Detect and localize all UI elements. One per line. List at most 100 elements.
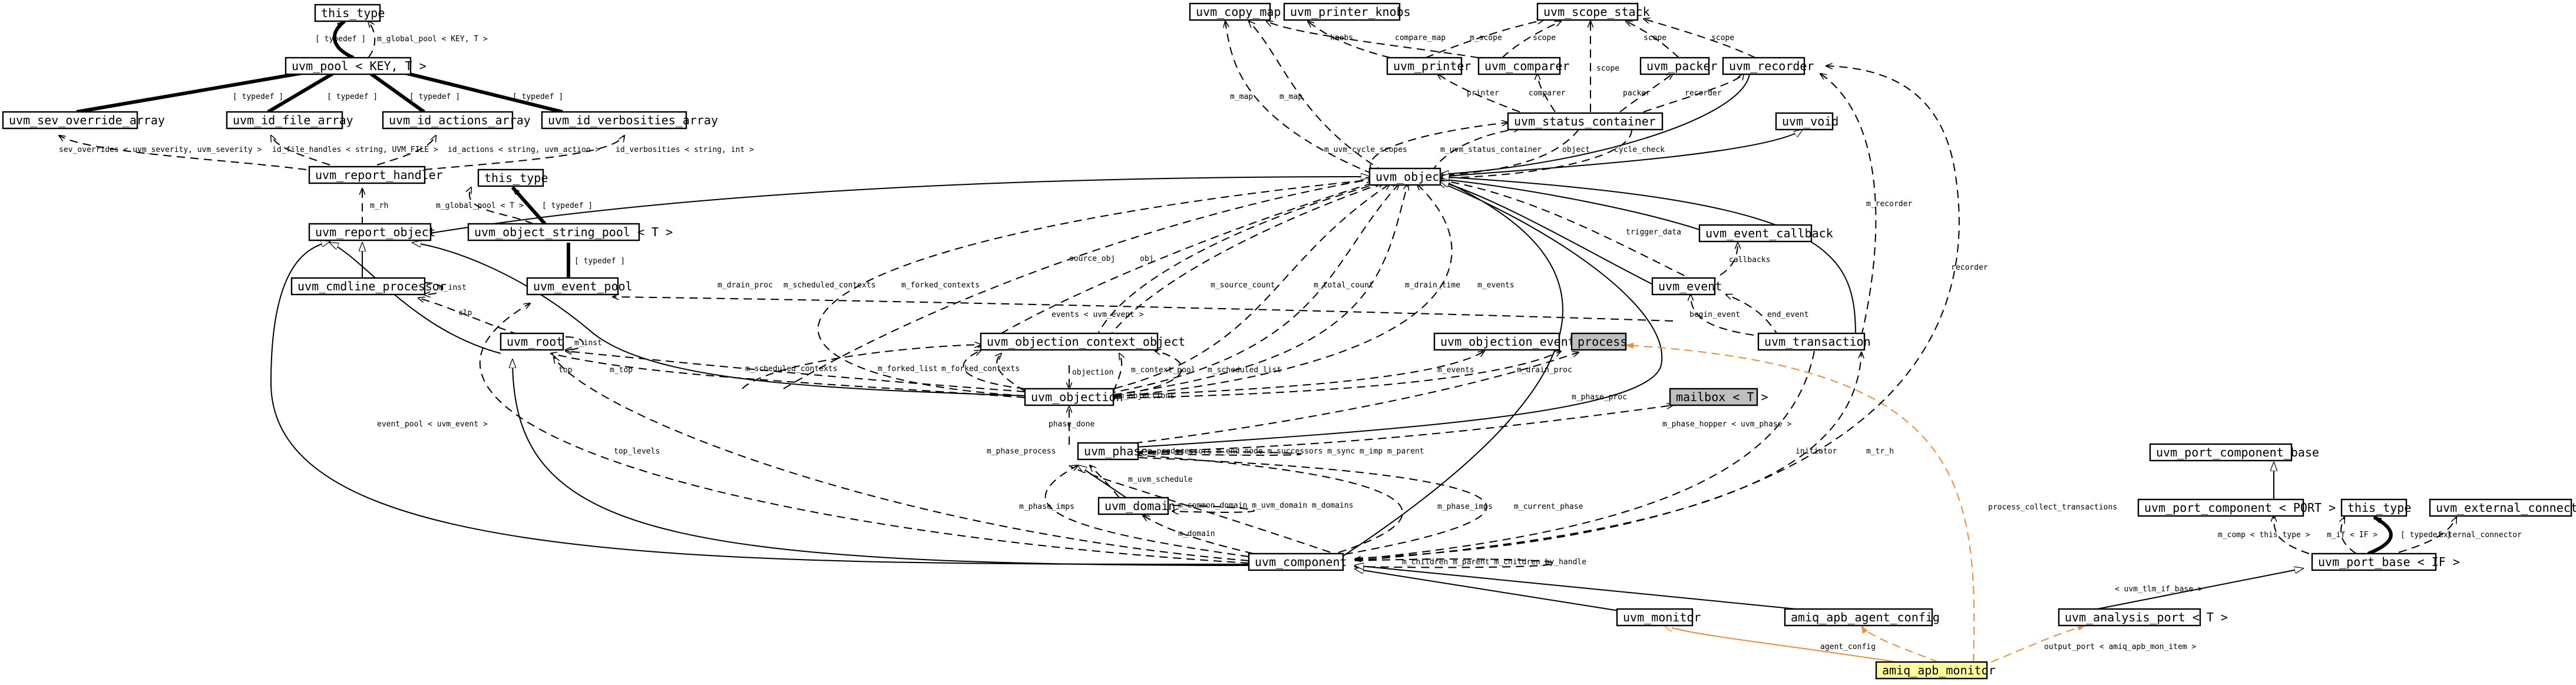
node-label: amiq_apb_agent_config [1791,610,1940,624]
edge-uvm-schedule [1090,465,1120,498]
class-node-uvm-port-base[interactable]: uvm_port_base < IF > [2311,552,2460,571]
edge-label: objection [1072,368,1113,377]
edge-cmdline-minst [424,282,442,294]
class-node-uvm-objection-events[interactable]: uvm_objection_events [1433,332,1582,351]
edge-label: trigger_data [1626,228,1681,237]
edge-label: m_map [1230,92,1253,101]
edge-label: m_objections [1119,392,1175,401]
edge-phase-descendants [1107,452,1302,455]
class-node-uvm-phase[interactable]: uvm_phase [1077,442,1148,461]
class-node-uvm-void[interactable]: uvm_void [1775,112,1838,131]
class-node-process[interactable]: process [1570,332,1627,351]
class-node-uvm-transaction[interactable]: uvm_transaction [1757,332,1871,351]
edge-label: m_drain_proc [717,281,773,290]
node-label: uvm_objection_context_object [987,335,1185,349]
class-node-uvm-objection[interactable]: uvm_objection [1024,388,1123,406]
edge-component-robj [270,241,1249,565]
class-node-mailbox[interactable]: mailbox < T > [1669,388,1768,406]
edge-m-tr-h [1354,352,1861,561]
edge-drain-time [1113,184,1408,395]
edge-sched-list [1113,350,1183,395]
node-label: uvm_event_pool [533,279,633,293]
edge-current-phase [1107,456,1487,557]
edge-label: external_connector [2439,531,2522,540]
edge-label: m_scheduled_contexts [783,281,876,290]
edge-label: m_drain_proc [1517,366,1572,375]
class-node-uvm-id-verbosities-array[interactable]: uvm_id_verbosities_array [541,111,718,130]
class-node-uvm-sev-override-array[interactable]: uvm_sev_override_array [2,111,165,130]
class-node-uvm-analysis-port[interactable]: uvm_analysis_port < T > [2058,608,2228,627]
edge-cycle-scopes [1370,123,1508,173]
edge-label: object [1562,145,1590,154]
class-node-uvm-domain[interactable]: uvm_domain [1097,497,1175,515]
class-node-uvm-event[interactable]: uvm_event [1651,277,1722,296]
edge-label: m_map [1279,92,1302,101]
edge-label: top [558,366,573,375]
class-node-uvm-pool[interactable]: uvm_pool < KEY, T > [285,57,426,75]
class-node-uvm-cmdline-processor[interactable]: uvm_cmdline_processor [290,277,447,296]
edge-label: event_pool < uvm_event > [377,420,488,429]
edge-label: sev_overrides < uvm_severity, uvm_severi… [59,145,262,154]
edge-label: m_predecessors m_end_node m_successors m… [1148,447,1424,456]
class-node-uvm-id-actions-array[interactable]: uvm_id_actions_array [382,111,531,130]
class-node-uvm-comparer[interactable]: uvm_comparer [1477,57,1570,75]
edge-label: m_domain [1178,530,1215,538]
class-node-this-type-str[interactable]: this_type [477,168,548,187]
class-node-uvm-packer[interactable]: uvm_packer [1639,57,1717,75]
edge-label: [ typedef ] [574,257,625,266]
edge-agentcfg-component [1355,565,1833,613]
edge-domains [1172,505,1255,512]
class-node-uvm-id-file-array[interactable]: uvm_id_file_array [226,111,353,130]
class-node-uvm-object[interactable]: uvm_object [1368,167,1446,186]
class-node-uvm-event-pool[interactable]: uvm_event_pool [526,277,633,296]
class-node-uvm-external-connector[interactable]: uvm_external_connector [2429,498,2576,517]
class-node-amiq-apb-monitor[interactable]: amiq_apb_monitor [1875,661,1996,680]
edge-label: m_forked_list [878,365,938,373]
class-node-uvm-port-component[interactable]: uvm_port_component < PORT > [2137,498,2336,517]
node-label: uvm_id_actions_array [389,113,531,127]
node-label: uvm_pool < KEY, T > [292,59,426,73]
class-node-uvm-recorder[interactable]: uvm_recorder [1722,57,1814,75]
edge-label: m_drain_time [1405,281,1460,290]
class-node-uvm-copy-map[interactable]: uvm_copy_map [1189,2,1281,21]
node-label: uvm_packer [1646,59,1717,73]
edge-label: [ typedef ] [409,92,460,101]
edge-comparer [1537,74,1556,112]
edge-scope-4 [1644,19,1756,58]
node-label: uvm_id_verbosities_array [548,113,718,127]
class-node-uvm-monitor[interactable]: uvm_monitor [1616,608,1701,627]
class-node-uvm-report-object[interactable]: uvm_report_object [308,223,436,241]
edge-label: m_current_phase [1514,502,1583,511]
edge-label: m_scope [1470,34,1502,42]
edge-id-file-handles [271,135,330,166]
node-label: uvm_printer [1393,59,1471,73]
class-node-uvm-printer[interactable]: uvm_printer [1386,57,1471,75]
class-node-uvm-object-string-pool[interactable]: uvm_object_string_pool < T > [467,223,673,241]
edge-root-robj [330,243,501,354]
class-node-uvm-root[interactable]: uvm_root [500,332,564,351]
edge-recorder [1354,66,1960,559]
node-label: uvm_report_handler [315,168,443,182]
class-node-this-type-port[interactable]: this_type [2340,498,2411,517]
edge-label: output_port < amiq_apb_mon_item > [2044,643,2196,651]
class-node-uvm-component[interactable]: uvm_component [1248,552,1347,571]
edge-label: agent_config [1820,643,1876,651]
node-label: uvm_event [1658,279,1722,293]
edge-label: scope [1711,34,1734,42]
edge-label: m_uvm_status_container [1440,145,1542,154]
class-node-uvm-event-callback[interactable]: uvm_event_callback [1698,224,1833,243]
class-node-uvm-port-component-base[interactable]: uvm_port_component_base [2149,443,2319,462]
node-label: uvm_component [1255,555,1347,569]
class-node-this-type-pool[interactable]: this_type [314,4,385,22]
class-node-uvm-objection-context-object[interactable]: uvm_objection_context_object [980,332,1185,351]
class-node-uvm-printer-knobs[interactable]: uvm_printer_knobs [1283,2,1411,21]
class-node-amiq-apb-agent-config[interactable]: amiq_apb_agent_config [1784,608,1940,627]
edge-label: m_total_count [1314,281,1374,290]
node-label: uvm_cmdline_processor [297,279,447,293]
class-node-uvm-scope-stack[interactable]: uvm_scope_stack [1536,2,1650,21]
edge-object-status [1440,129,1579,176]
class-node-uvm-report-handler[interactable]: uvm_report_handler [308,166,443,184]
class-node-uvm-status-container[interactable]: uvm_status_container [1507,112,1664,131]
node-label: amiq_apb_monitor [1882,663,1996,677]
node-label: uvm_objection [1031,390,1123,404]
